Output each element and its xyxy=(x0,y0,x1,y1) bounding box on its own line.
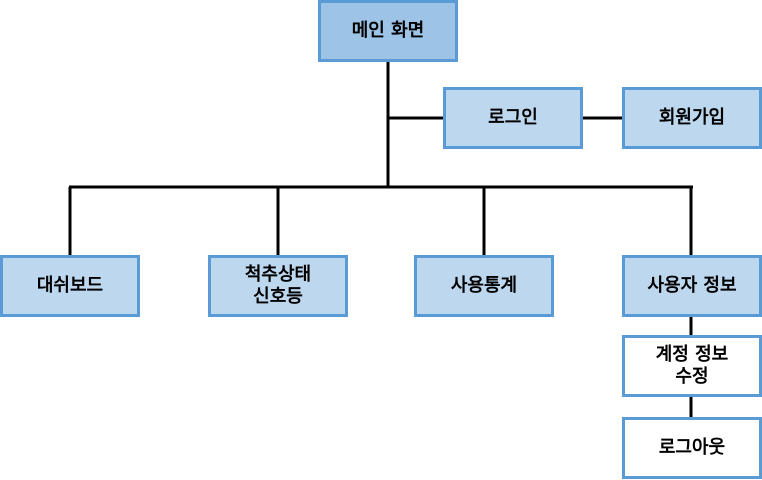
node-logout: 로그아웃 xyxy=(622,417,762,479)
node-login: 로그인 xyxy=(443,87,583,149)
node-spine-status-signal: 척추상태 신호등 xyxy=(208,255,348,317)
node-signup: 회원가입 xyxy=(622,87,762,149)
node-dashboard: 대쉬보드 xyxy=(0,255,140,317)
node-edit-account: 계정 정보 수정 xyxy=(622,335,762,397)
node-usage-stats: 사용통계 xyxy=(414,255,554,317)
node-main-screen: 메인 화면 xyxy=(318,0,458,62)
node-user-info: 사용자 정보 xyxy=(622,255,762,317)
